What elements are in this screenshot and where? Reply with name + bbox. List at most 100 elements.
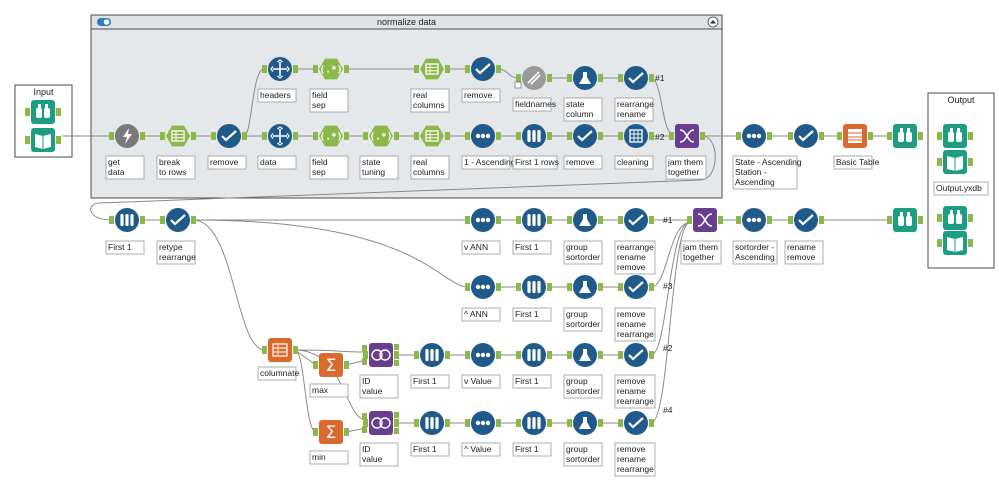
tool-label: ^ Value <box>461 442 501 457</box>
select-icon <box>618 66 654 90</box>
summarize-icon: Σ <box>313 420 349 444</box>
headers-tool[interactable]: headers <box>257 57 298 103</box>
collapse-icon[interactable] <box>707 16 719 28</box>
out-input2-tool[interactable] <box>937 231 973 255</box>
caret-value-tool[interactable]: ^ Value <box>461 411 501 457</box>
browse-icon <box>937 206 973 230</box>
first1-f-tool[interactable]: First 1 <box>410 411 450 457</box>
out-output-tool[interactable]: Output.yxdb <box>933 150 989 196</box>
one-asc-tool[interactable]: 1 - Ascending <box>461 124 516 170</box>
tool-label: Output.yxdb <box>933 181 989 196</box>
sample-icon <box>109 208 145 232</box>
connection-line <box>650 221 691 424</box>
first1-d-tool[interactable]: First 1 <box>410 343 450 389</box>
columnate-tool[interactable]: columnate <box>257 338 299 381</box>
out-browse2-tool[interactable] <box>937 206 973 230</box>
fieldnames-tool[interactable]: fieldnames <box>512 66 556 112</box>
connection-wires: #1#2#1#3#2#4 <box>62 68 890 433</box>
container-toggle-switch[interactable] <box>97 18 111 26</box>
tool-label: Basic Table <box>833 155 880 170</box>
tool-label: v ANN <box>461 240 501 255</box>
in-browse-tool[interactable] <box>25 100 61 124</box>
input-icon <box>937 150 973 174</box>
svg-text:First 1: First 1 <box>515 242 539 252</box>
browse-r2-tool[interactable] <box>887 208 923 232</box>
basic-table-tool[interactable]: Basic Table <box>833 124 880 170</box>
first1-e-tool[interactable]: First 1 <box>512 343 552 389</box>
out-browse1-tool[interactable] <box>937 124 973 148</box>
tool-label: First 1 <box>512 442 552 457</box>
browse-mid-tool[interactable] <box>887 124 923 148</box>
remove3-tool[interactable]: remove <box>563 124 603 170</box>
tool-label: min <box>309 450 349 465</box>
first1-c-tool[interactable]: First 1 <box>512 275 552 322</box>
svg-text:max: max <box>312 385 329 395</box>
data-tool[interactable]: data <box>257 124 298 170</box>
first1-b-tool[interactable]: First 1 <box>512 208 552 255</box>
input-icon <box>937 231 973 255</box>
remove2-tool[interactable]: remove <box>461 57 501 103</box>
in-input-tool[interactable] <box>25 128 61 152</box>
sortorder-asc-tool[interactable]: sortorder -Ascending <box>732 208 778 265</box>
first1-a-tool[interactable]: First 1 <box>105 208 145 255</box>
remove1-tool[interactable]: remove <box>207 124 247 170</box>
sort-icon <box>465 411 501 435</box>
v-ann-tool[interactable]: v ANN <box>461 208 501 255</box>
v-value-tool[interactable]: v Value <box>461 343 501 389</box>
normalize-data-container[interactable]: normalize data <box>90 14 723 199</box>
caret-ann-tool[interactable]: ^ ANN <box>461 275 501 322</box>
tool-label: remove <box>461 88 501 103</box>
select-icon <box>618 343 654 367</box>
first1-rows-tool[interactable]: First 1 rows <box>512 124 559 170</box>
connection-label: #2 <box>663 343 673 353</box>
union-icon <box>687 208 723 232</box>
summarize-icon: Σ <box>313 353 349 377</box>
cleaning-tool[interactable]: cleaning <box>614 124 654 170</box>
sel-after-state-tool[interactable] <box>788 124 824 148</box>
svg-text:remove: remove <box>464 90 493 100</box>
svg-text:headers: headers <box>260 90 291 100</box>
select-icon <box>160 208 196 232</box>
first1-g-tool[interactable]: First 1 <box>512 411 552 457</box>
cleanse-icon <box>618 124 654 148</box>
text-icon <box>414 125 450 147</box>
tool-label: ^ ANN <box>461 307 501 322</box>
